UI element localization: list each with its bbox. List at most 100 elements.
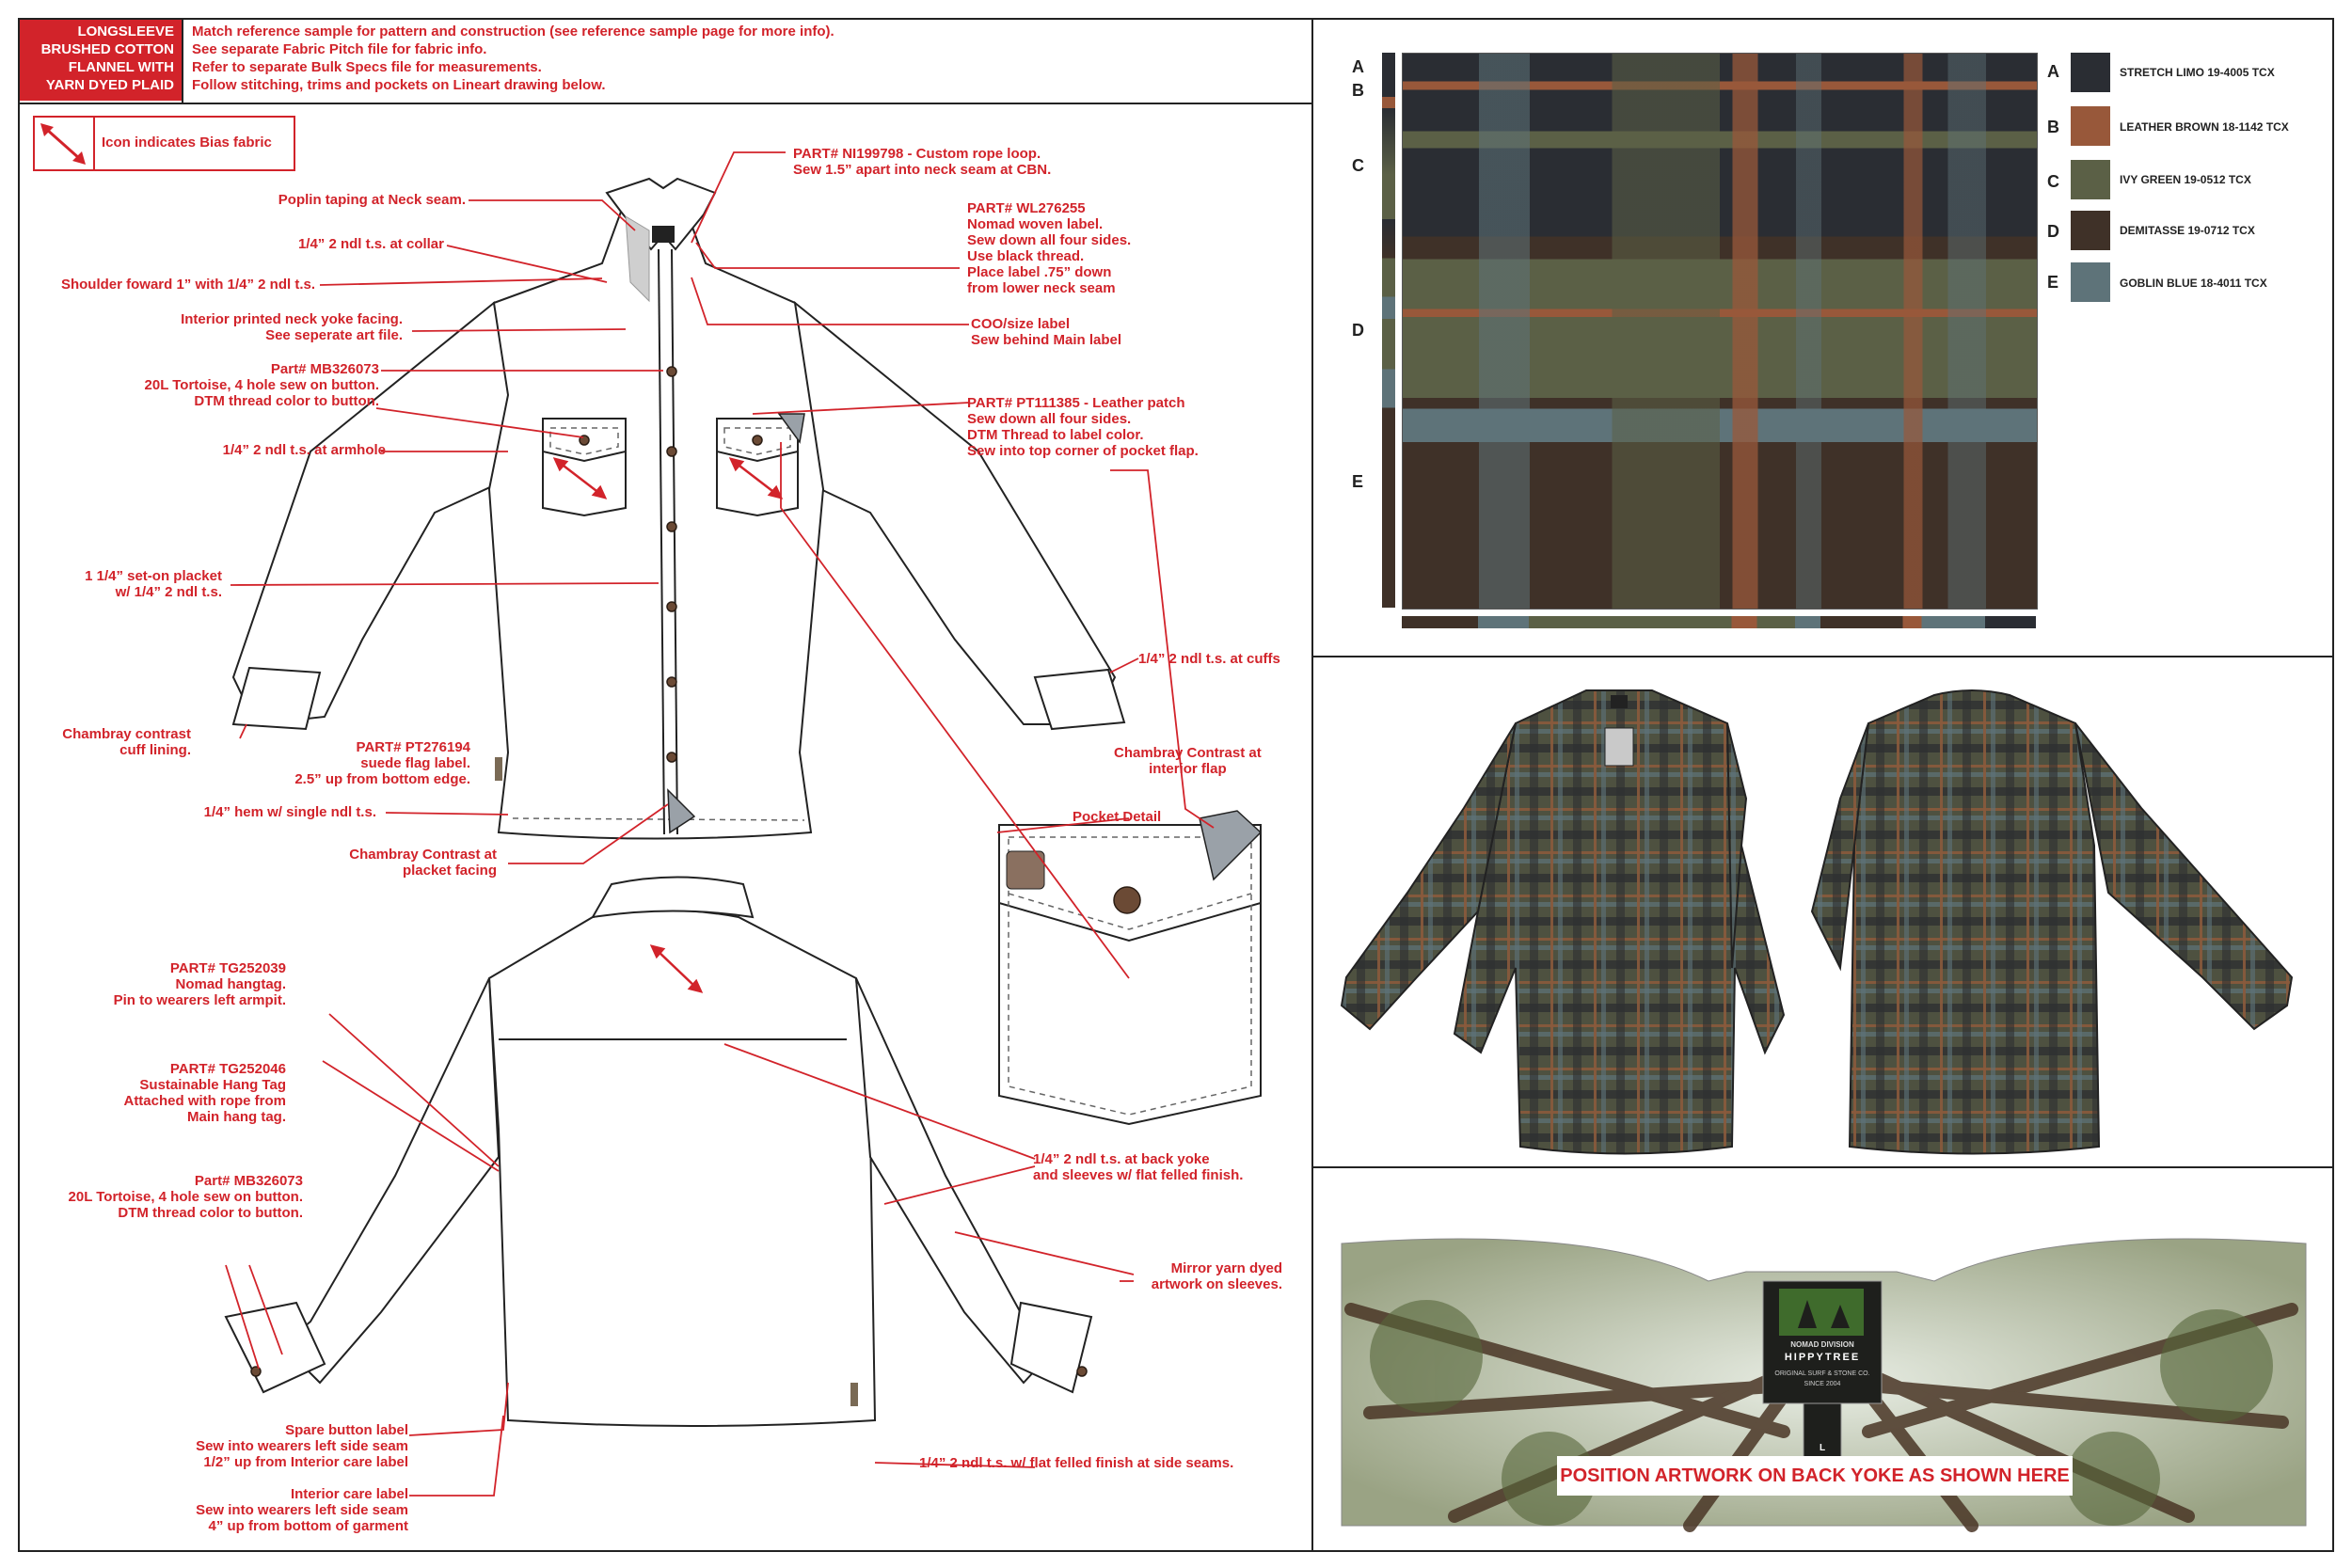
button-6 [666, 752, 677, 763]
render-back-sleeve-right [2074, 722, 2294, 1031]
render-front-shirt [1453, 689, 1786, 1155]
front-cuff-right [1033, 668, 1126, 731]
plaid-marker-c: C [1352, 156, 1364, 175]
swatch-name-c: IVY GREEN 19-0512 TCX [2120, 173, 2251, 186]
artwork-position-note: POSITION ARTWORK ON BACK YOKE AS SHOWN H… [1557, 1456, 2073, 1496]
back-sleeve-left [280, 977, 501, 1385]
back-cuff-button-right [1076, 1366, 1088, 1377]
header-notes: Match reference sample for pattern and c… [192, 24, 834, 93]
front-cuff-left [231, 666, 322, 731]
note-neck-seam: Poplin taping at Neck seam. [278, 192, 466, 208]
button-1 [666, 366, 677, 377]
plaid-bottom-strip [1402, 616, 2036, 628]
note-cuffs: 1/4” 2 ndl t.s. at cuffs [1138, 651, 1280, 667]
bias-legend: Icon indicates Bias fabric [33, 116, 295, 171]
legend-text: Icon indicates Bias fabric [102, 135, 272, 150]
pocket-flap-patch [777, 413, 805, 444]
pocket-detail-title: Pocket Detail [1073, 809, 1162, 825]
artwork-label-line-2: HIPPYTREE [1785, 1352, 1860, 1363]
render-front-sleeve-right [1726, 722, 1748, 969]
note-yoke-facing: Interior printed neck yoke facing.See se… [181, 311, 403, 343]
garment-title: LONGSLEEVE BRUSHED COTTON FLANNEL WITH Y… [20, 20, 182, 101]
back-cuff-left [224, 1301, 326, 1394]
legend-separator [93, 118, 95, 169]
render-back-shirt [1848, 689, 2101, 1155]
swatch-d [2071, 211, 2110, 250]
plaid-fabric-swatch [1402, 53, 2038, 610]
swatch-name-e: GOBLIN BLUE 18-4011 TCX [2120, 277, 2267, 290]
divider-main [1311, 20, 1313, 1550]
divider-right-2 [1313, 1166, 2332, 1168]
swatch-letter-b: B [2047, 118, 2059, 136]
back-flag-label [850, 1383, 858, 1406]
bias-arrow-icon [40, 123, 86, 165]
front-body [487, 211, 825, 840]
note-side-seams: 1/4” 2 ndl t.s. w/ flat felled finish at… [919, 1455, 1234, 1471]
divider-header [20, 103, 1311, 104]
button-5 [666, 676, 677, 688]
artwork-label-logo [1779, 1289, 1864, 1336]
button-2 [666, 446, 677, 457]
swatch-b [2071, 106, 2110, 146]
back-body [487, 909, 877, 1427]
neck-label [652, 226, 675, 243]
neck-yoke-facing [625, 215, 650, 303]
swatch-c [2071, 160, 2110, 199]
note-shoulder: Shoulder foward 1” with 1/4” 2 ndl t.s. [60, 277, 315, 293]
artwork-label-line-4: SINCE 2004 [1804, 1381, 1841, 1387]
pocket-detail-interior-flap [1199, 810, 1263, 881]
render-yoke-facing [1604, 727, 1634, 767]
button-3 [666, 521, 677, 532]
divider-right-1 [1313, 656, 2332, 657]
swatch-letter-c: C [2047, 172, 2059, 191]
plaid-edge-strip [1382, 53, 1395, 608]
swatch-letter-d: D [2047, 222, 2059, 241]
note-rope-loop: PART# NI199798 - Custom rope loop.Sew 1.… [793, 146, 1052, 178]
back-collar [591, 876, 755, 919]
pocket-detail-button [1113, 886, 1141, 914]
suede-flag-label [495, 757, 502, 781]
plaid-marker-a: A [1352, 57, 1364, 76]
yoke-artwork: NOMAD DIVISION HIPPYTREE ORIGINAL SURF &… [1341, 1238, 2307, 1532]
swatch-letter-e: E [2047, 273, 2059, 292]
render-front-sleeve-left [1340, 722, 1517, 1031]
front-sleeve-right [779, 301, 1117, 725]
divider-header-title [182, 20, 183, 103]
shirt-render [1340, 689, 2294, 1155]
note-hem: 1/4” hem w/ single ndl t.s. [203, 804, 376, 820]
back-cuff-button-left [250, 1366, 262, 1377]
plaid-marker-d: D [1352, 321, 1364, 340]
render-back-sleeve-left [1810, 722, 1869, 972]
swatch-name-d: DEMITASSE 19-0712 TCX [2120, 224, 2255, 237]
page-frame [18, 18, 2334, 1552]
pocket-detail-leather-patch [1006, 850, 1045, 890]
note-collar: 1/4” 2 ndl t.s. at collar [297, 236, 444, 252]
artwork-size-tag: L [1820, 1443, 1825, 1453]
placket-facing-chambray [667, 788, 696, 834]
button-4 [666, 601, 677, 612]
back-cuff-right [1009, 1301, 1093, 1394]
swatch-a [2071, 53, 2110, 92]
plaid-marker-b: B [1352, 81, 1364, 100]
swatch-name-b: LEATHER BROWN 18-1142 TCX [2120, 120, 2289, 134]
render-neck-label [1611, 695, 1628, 708]
swatch-letter-a: A [2047, 62, 2059, 81]
swatch-name-a: STRETCH LIMO 19-4005 TCX [2120, 66, 2275, 79]
plaid-marker-e: E [1352, 472, 1364, 491]
artwork-label-line-3: ORIGINAL SURF & STONE CO. [1774, 1370, 1869, 1377]
